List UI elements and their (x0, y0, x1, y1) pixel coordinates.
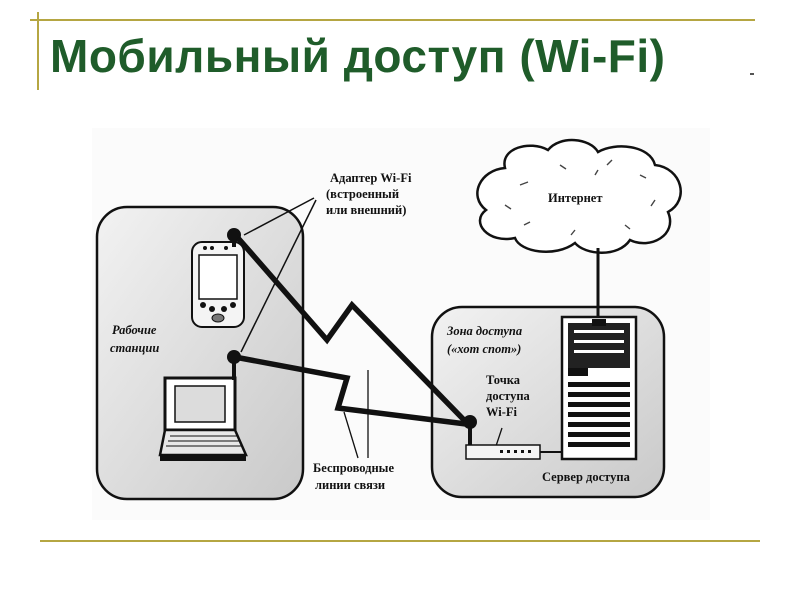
access-server (560, 315, 638, 461)
workstations-label: Рабочие станции (110, 323, 160, 355)
workstations-zone (95, 205, 305, 501)
right-marker (750, 73, 754, 75)
internet-cloud (476, 138, 682, 254)
laptop-antenna (227, 350, 241, 364)
top-rule (30, 19, 755, 21)
wireless-link-pda (235, 236, 468, 424)
bottom-rule (40, 540, 760, 542)
access-point-device (465, 444, 541, 460)
wireless-pointer-1 (343, 411, 359, 459)
wireless-link-laptop (239, 355, 467, 427)
network-diagram: Адаптер Wi-Fi (встроенный или внешний) И… (92, 128, 710, 520)
internet-label: Интернет (548, 191, 602, 205)
wireless-label: Беспроводные линии связи (313, 461, 397, 492)
adapter-pointer-2 (240, 199, 317, 353)
server-label: Сервер доступа (542, 470, 631, 484)
adapter-label: Адаптер Wi-Fi (встроенный или внешний) (326, 171, 415, 217)
access-point-pointer (495, 427, 503, 447)
laptop-device (158, 376, 248, 461)
pda-device (191, 241, 245, 328)
zone-label: Зона доступа («хот спот») (446, 324, 525, 356)
access-point-label: Точка доступа Wi-Fi (486, 373, 533, 419)
slide-title: Мобильный доступ (Wi-Fi) (50, 30, 666, 82)
left-rule (37, 12, 39, 90)
access-point-antenna (463, 415, 477, 429)
adapter-pointer-1 (243, 197, 315, 236)
